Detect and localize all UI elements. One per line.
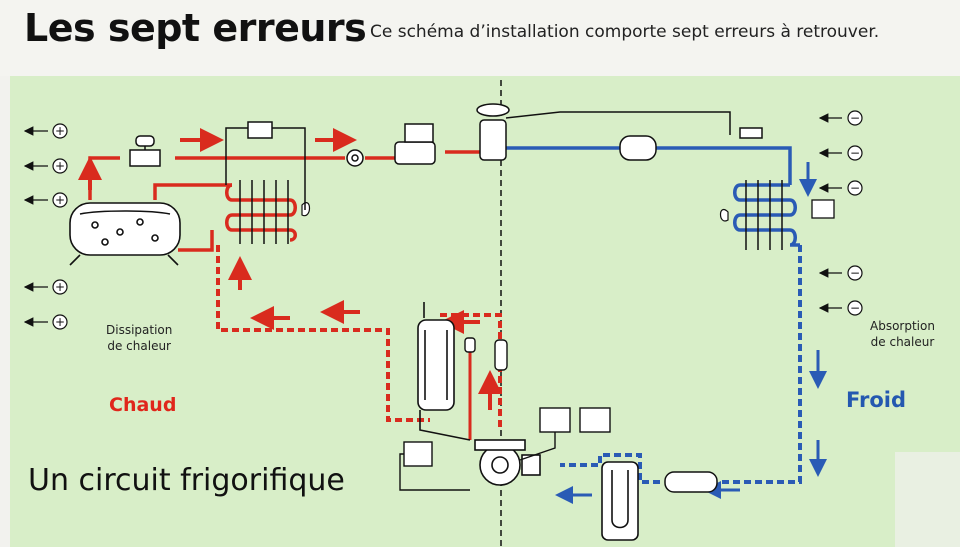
condenser-coil-icon [225,180,311,244]
suction-accumulator-icon [601,461,639,541]
evaporator-coil-icon [719,180,835,250]
minus-sign: − [850,111,860,125]
pressure-switch-icon [225,121,306,210]
heat-dissipation-arrows [23,126,48,327]
plus-sign: + [55,280,65,294]
absorption-label: Absorption de chaleur [870,318,935,350]
page-title: Les sept erreurs [24,6,367,50]
minus-sign: − [850,266,860,280]
minus-sign: − [850,181,860,195]
dissipation-label: Dissipation de chaleur [106,322,172,354]
circle-signs: + + + + + − − − − − [55,111,860,329]
dual-pressure-switch-icon [519,407,611,461]
junction-box-icon [399,441,470,491]
minus-circles [847,110,863,316]
plus-sign: + [55,124,65,138]
discharge-filter-icon [464,337,508,371]
hand-valve-icon [129,135,161,167]
receiver-tank-icon [69,202,181,266]
oil-separator-icon [417,302,455,411]
solenoid-valve-icon [394,123,436,165]
absorption-label-line1: Absorption [870,319,935,333]
cold-return-line [560,245,802,484]
hot-discharge-line [216,245,502,430]
minus-sign: − [850,301,860,315]
cold-label: Froid [846,388,907,412]
circuit-caption: Un circuit frigorifique [28,463,345,498]
page-subtitle: Ce schéma d’installation comporte sept e… [370,22,880,42]
filter-drier-icon [619,127,763,161]
plus-sign: + [55,193,65,207]
dissipation-label-line1: Dissipation [106,323,173,337]
plus-sign: + [55,159,65,173]
hot-label: Chaud [109,394,177,416]
hot-flow-arrows [78,128,502,470]
header: Les sept erreurs Ce schéma d’installatio… [0,0,960,76]
cold-flow-arrows [555,162,827,504]
plus-sign: + [55,315,65,329]
plus-circles [52,123,68,330]
expansion-valve-icon [476,103,731,161]
sight-glass-icon [346,149,364,167]
compressor-icon [419,410,541,486]
cold-suction-line [505,146,792,185]
dissipation-label-line2: de chaleur [107,339,171,353]
absorption-label-line2: de chaleur [870,335,935,349]
minus-sign: − [850,146,860,160]
heat-absorption-arrows [818,113,842,313]
return-filter-icon [664,471,718,493]
panel-corner [895,452,960,547]
